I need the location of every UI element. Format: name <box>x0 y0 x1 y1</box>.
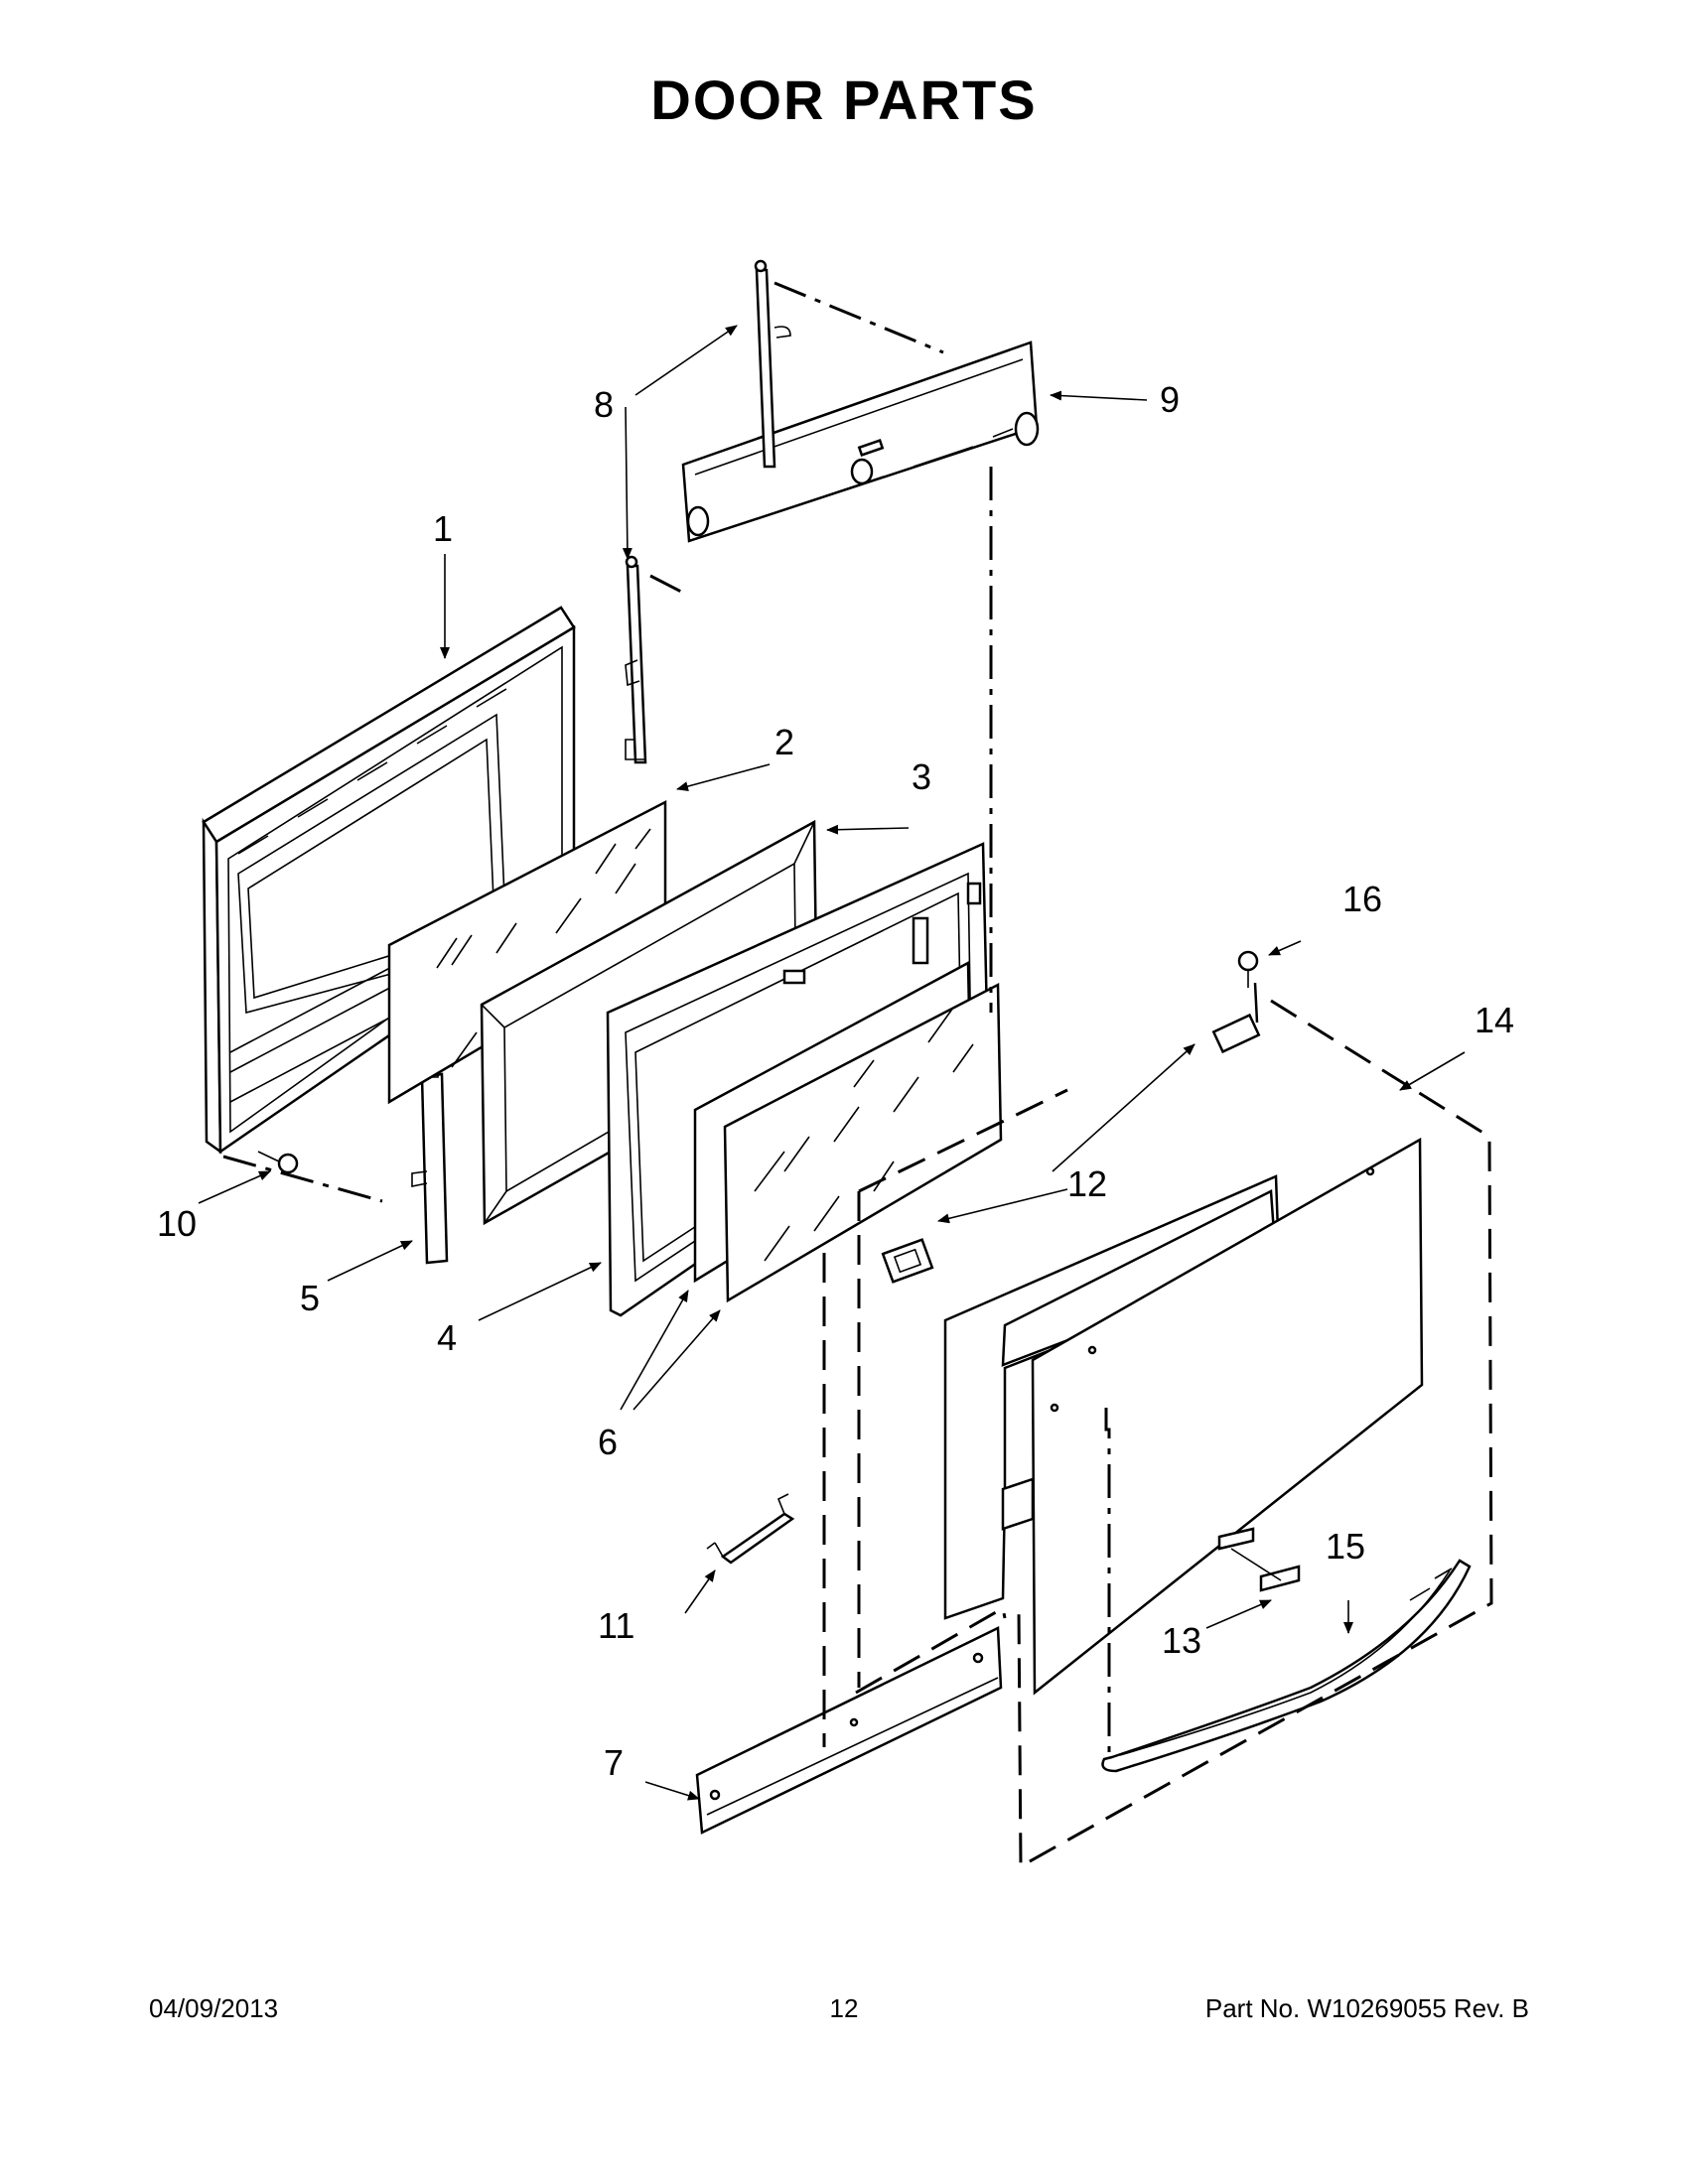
part-13-spacer <box>1217 1527 1301 1592</box>
footer-date: 04/09/2013 <box>149 1993 279 2023</box>
callout-10: 10 <box>157 1203 197 1244</box>
part-15-handle <box>1101 1559 1472 1773</box>
part-1-inner-door <box>202 606 576 1155</box>
callout-8a: 8 <box>594 384 614 425</box>
callout-4: 4 <box>437 1317 457 1358</box>
callout-3: 3 <box>912 756 931 797</box>
part-16-screw <box>1237 950 1259 1024</box>
callout-6: 6 <box>598 1422 618 1462</box>
part-9-vent-panel <box>681 341 1040 543</box>
callout-15: 15 <box>1326 1526 1365 1567</box>
callout-7: 7 <box>604 1742 624 1783</box>
part-6-glass-front <box>723 982 1003 1303</box>
footer-part-number: Part No. W10269055 Rev. B <box>1204 1993 1529 2023</box>
part-14-outer-glass <box>1031 1137 1424 1696</box>
part-8-bracket-upper <box>754 259 791 469</box>
callout-11: 11 <box>598 1605 634 1646</box>
callouts: 1 2 3 4 5 6 7 8 9 10 11 12 13 14 15 16 <box>157 379 1514 1783</box>
callout-12a: 12 <box>1067 1163 1107 1204</box>
part-10-screw <box>257 1151 299 1174</box>
callout-leaders <box>198 325 1466 1801</box>
part-7-bottom-trim <box>695 1626 1003 1835</box>
part-8-bracket-lower <box>625 555 647 764</box>
callout-5: 5 <box>300 1278 320 1318</box>
footer-page-number: 12 <box>829 1993 859 2023</box>
assembly-lines <box>222 281 1493 1869</box>
page-title: DOOR PARTS <box>650 68 1038 131</box>
part-12-receptacle-left <box>881 1238 934 1284</box>
callout-1: 1 <box>433 508 453 549</box>
callout-13: 13 <box>1162 1620 1201 1661</box>
callout-16: 16 <box>1342 879 1382 919</box>
callout-14: 14 <box>1475 1000 1514 1040</box>
part-12-receptacle-right <box>1211 1013 1261 1054</box>
callout-9: 9 <box>1160 379 1180 420</box>
part-11-bracket <box>706 1493 795 1565</box>
callout-2: 2 <box>774 722 794 762</box>
